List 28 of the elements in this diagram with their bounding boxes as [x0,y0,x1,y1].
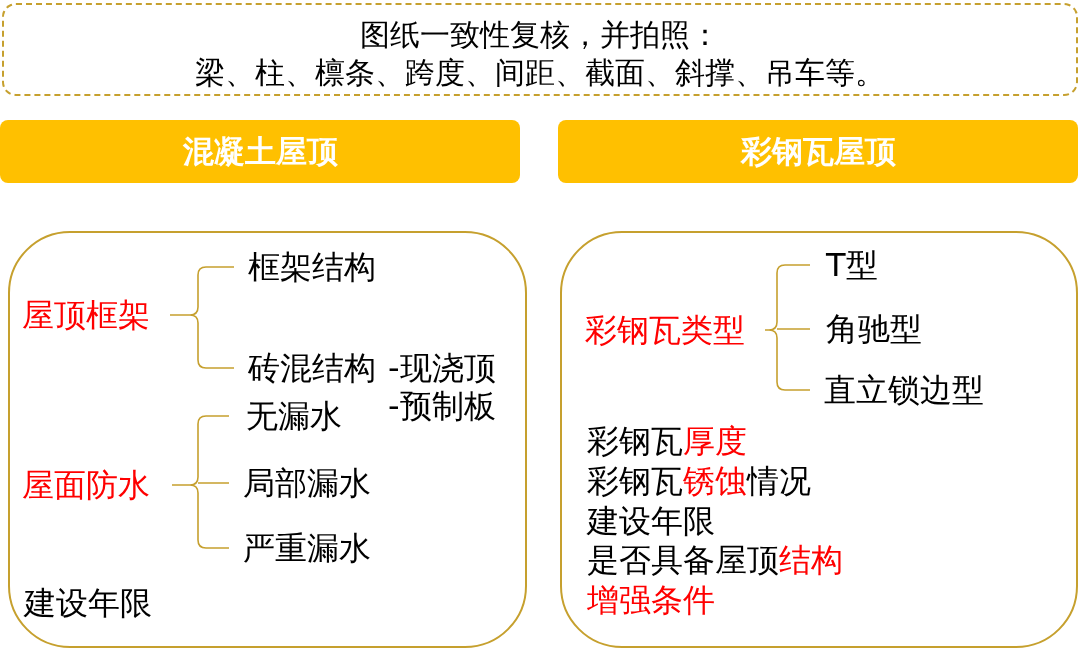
note-text: 图纸一致性复核，并拍照： [360,16,720,54]
category-label: 屋面防水 [22,467,150,503]
brace [169,266,235,369]
section-header: 彩钢瓦屋顶 [558,120,1078,183]
section-header: 混凝土屋顶 [0,120,520,183]
category-label: 屋顶框架 [22,297,150,333]
note-text: 梁、柱、檩条、跨度、间距、截面、斜撑、吊车等。 [195,54,885,92]
option-label: 角驰型 [826,311,922,347]
brace [764,264,811,391]
option-label: 砖混结构 [248,350,376,386]
sub-item-label: -现浇顶 [388,350,496,386]
option-label: 无漏水 [246,398,342,434]
list-item: 建设年限 [587,501,715,541]
option-label: 直立锁边型 [824,372,984,408]
rounded-panel [8,231,527,648]
list-item: 建设年限 [24,585,152,621]
option-label: 严重漏水 [243,530,371,566]
option-label: T型 [826,247,878,283]
sub-item-label: -预制板 [388,388,496,424]
list-item: 彩钢瓦锈蚀情况 [587,461,811,501]
list-item: 彩钢瓦厚度 [587,421,747,461]
list-item: 是否具备屋顶结构增强条件 [587,540,844,620]
option-label: 框架结构 [248,249,376,285]
rounded-panel [560,231,1078,648]
note-box [2,3,1078,96]
option-label: 局部漏水 [243,465,371,501]
category-label: 彩钢瓦类型 [585,312,745,348]
brace [171,415,230,549]
